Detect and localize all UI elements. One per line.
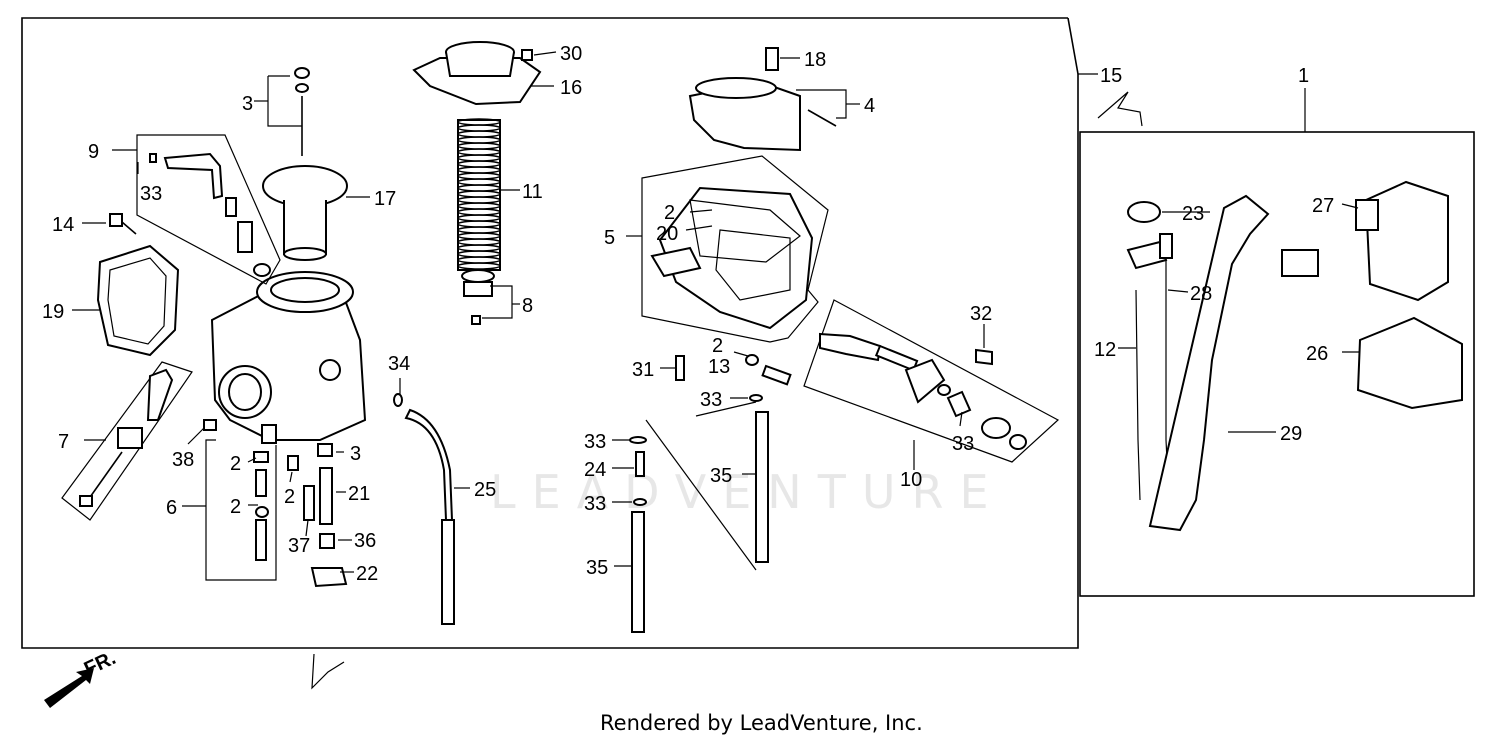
credit-text: Rendered by LeadVenture, Inc. (600, 711, 923, 735)
callout-16: 16 (560, 77, 582, 99)
callout-33: 33 (584, 431, 606, 453)
spring-coils (457, 118, 501, 270)
parts-25-34-hose (393, 393, 455, 625)
callout-15: 15 (1100, 65, 1122, 87)
part-4-top-cover (688, 47, 837, 152)
front-direction-marker: FR. (44, 647, 119, 708)
callout-33: 33 (700, 389, 722, 411)
callout-25: 25 (474, 479, 496, 501)
callout-9: 9 (88, 141, 99, 163)
callout-33: 33 (952, 433, 974, 455)
callout-34: 34 (388, 353, 410, 375)
callout-13: 13 (708, 356, 730, 378)
parts-8-11-16-30 (412, 41, 542, 325)
part-9-assembly (136, 134, 281, 285)
part-5-float-chamber (641, 155, 829, 343)
callout-4: 4 (864, 95, 875, 117)
callout-31: 31 (632, 359, 654, 381)
callout-21: 21 (348, 483, 370, 505)
carburetor-body (210, 271, 367, 444)
callout-36: 36 (354, 530, 376, 552)
callout-2: 2 (664, 202, 675, 224)
callout-3: 3 (242, 93, 253, 115)
callout-37: 37 (288, 535, 310, 557)
callout-8: 8 (522, 295, 533, 317)
callout-12: 12 (1094, 339, 1116, 361)
callout-24: 24 (584, 459, 606, 481)
kit-parts (1126, 180, 1463, 532)
callout-27: 27 (1312, 195, 1334, 217)
callout-28: 28 (1190, 283, 1212, 305)
callout-33: 33 (584, 493, 606, 515)
parts-13-31-33-small (675, 354, 792, 402)
callout-5: 5 (604, 227, 615, 249)
carburetor-assembly-frame (21, 17, 1143, 649)
spring-coil (457, 262, 501, 270)
callout-32: 32 (970, 303, 992, 325)
callout-35: 35 (586, 557, 608, 579)
callout-14: 14 (52, 214, 74, 236)
kit-frame (1079, 88, 1475, 597)
callout-2: 2 (712, 335, 723, 357)
callout-11: 11 (522, 181, 543, 203)
callout-22: 22 (356, 563, 378, 585)
callout-23: 23 (1182, 203, 1204, 225)
watermark: LEADVENTURE (490, 465, 1005, 519)
callout-2: 2 (284, 486, 295, 508)
part-10-assembly (803, 299, 1060, 463)
leader-lines (72, 51, 1360, 573)
callout-29: 29 (1280, 423, 1302, 445)
callout-10: 10 (900, 469, 922, 491)
parts-21-22-36-37 (287, 443, 348, 588)
part-6-assembly (203, 419, 277, 581)
callout-33: 33 (140, 183, 162, 205)
callout-30: 30 (560, 43, 582, 65)
callout-2: 2 (230, 496, 241, 518)
callout-20: 20 (656, 223, 678, 245)
break-mark (311, 653, 345, 690)
callout-3: 3 (350, 443, 361, 465)
callout-6: 6 (166, 497, 177, 519)
callout-26: 26 (1306, 343, 1328, 365)
callout-labels: 1 15 3 9 33 17 14 19 7 38 2 6 2 2 21 3 3… (42, 43, 1334, 585)
callout-19: 19 (42, 301, 64, 323)
part-19-cover (96, 244, 180, 357)
part-14-screw (109, 213, 137, 235)
callout-18: 18 (804, 49, 826, 71)
callout-2: 2 (230, 453, 241, 475)
callout-7: 7 (58, 431, 69, 453)
callout-38: 38 (172, 449, 194, 471)
callout-17: 17 (374, 188, 396, 210)
callout-1: 1 (1298, 65, 1309, 87)
part-7-assembly (61, 361, 193, 521)
parts-3-17 (262, 67, 348, 261)
callout-35: 35 (710, 465, 732, 487)
parts-24-33-35-tubes (629, 401, 769, 633)
